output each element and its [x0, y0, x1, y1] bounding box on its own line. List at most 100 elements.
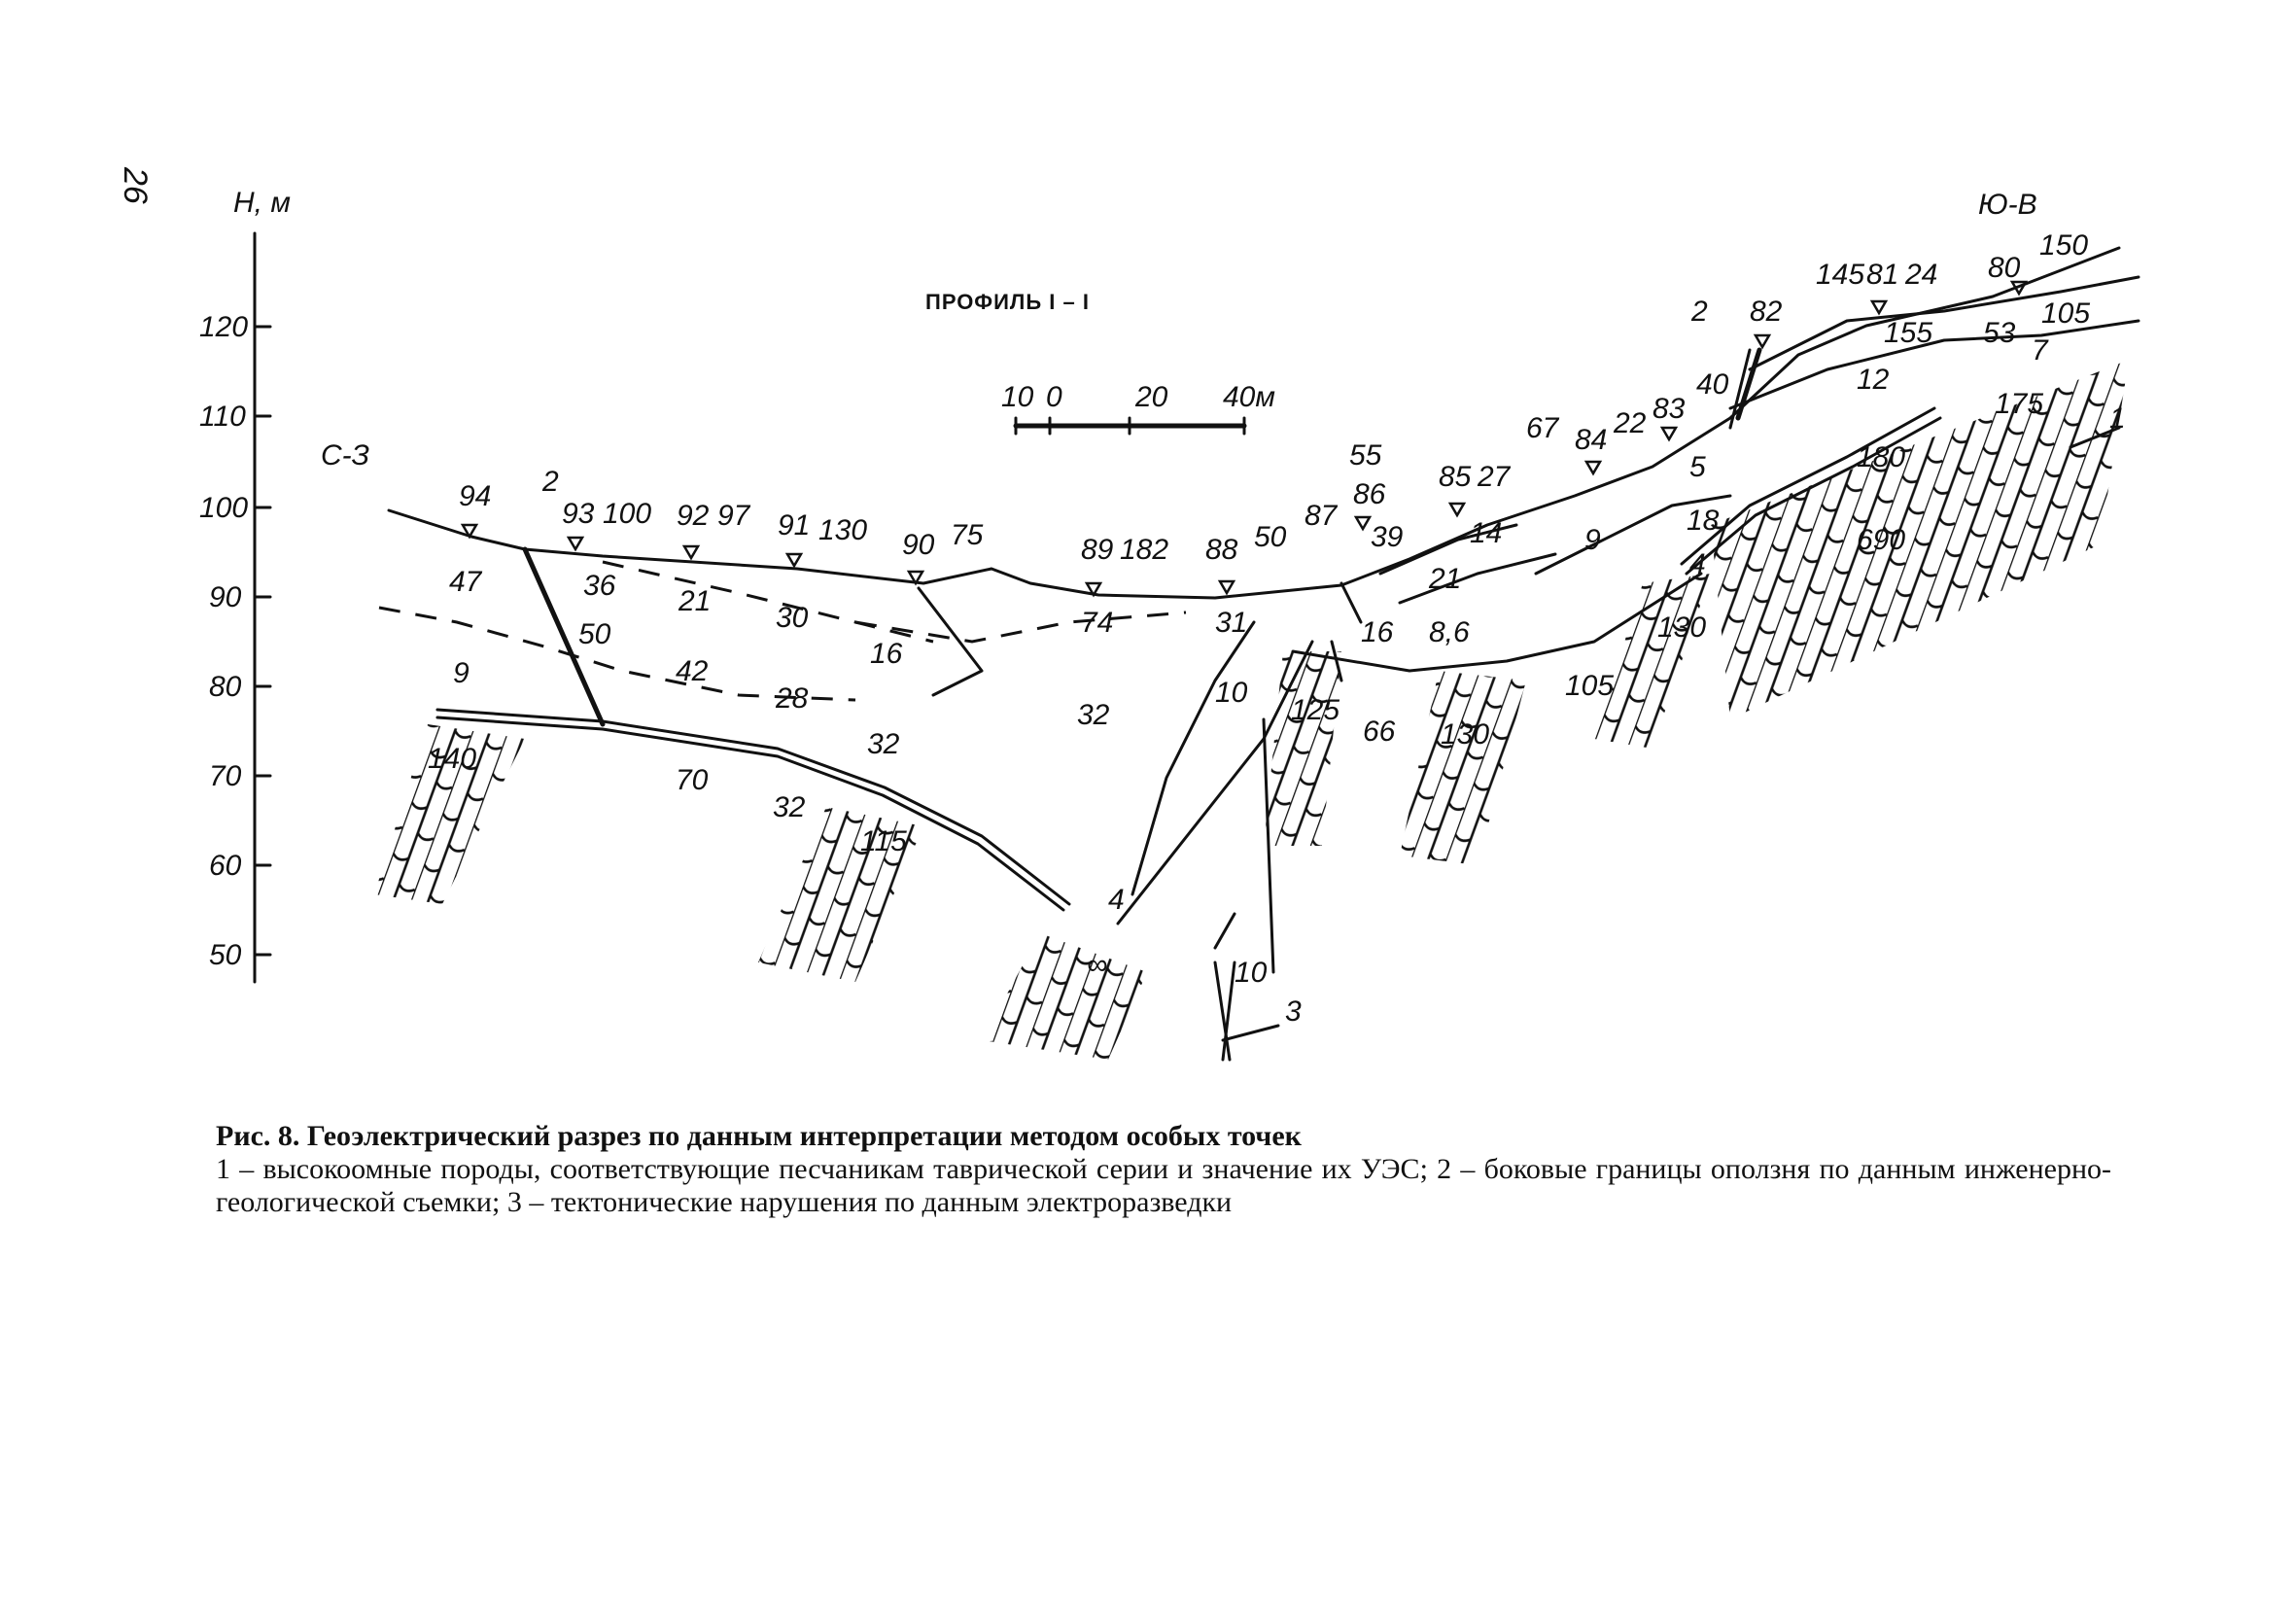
y-tick: 100	[199, 492, 248, 524]
value-label: 50	[578, 618, 611, 650]
value-label: 82	[1750, 296, 1783, 328]
value-label: 66	[1363, 716, 1396, 748]
value-label: 2	[1690, 296, 1708, 328]
scale-label: 20	[1134, 381, 1168, 413]
value-label: 690	[1857, 524, 1905, 556]
y-tick: 110	[199, 401, 246, 433]
value-label: 10	[1215, 677, 1248, 709]
caption-text: 1 – высокоомные породы, соответствующие …	[216, 1153, 2111, 1218]
value-label: 97	[717, 500, 751, 532]
value-label: 81	[1866, 259, 1898, 291]
value-label: 32	[773, 791, 806, 823]
value-label: 55	[1349, 439, 1382, 472]
value-label: 12	[1857, 364, 1890, 396]
value-label: 47	[449, 566, 483, 598]
legend-leader	[1221, 1024, 1280, 1042]
value-label: 21	[1428, 563, 1461, 595]
value-label: 140	[428, 743, 476, 775]
y-axis-label: Н, м	[233, 187, 291, 219]
y-tick: 50	[209, 939, 242, 971]
caption-title: Рис. 8. Геоэлектрический разрез по данны…	[216, 1120, 1302, 1152]
value-label: 182	[1120, 534, 1168, 566]
legend-marker-3: 3	[1285, 996, 1302, 1028]
value-label: 80	[1988, 252, 2021, 284]
y-tick: 80	[209, 671, 242, 703]
value-label: 105	[1565, 670, 1614, 702]
value-label: 30	[776, 602, 809, 634]
value-label: 67	[1526, 412, 1560, 444]
value-label: 36	[583, 570, 616, 602]
y-tick: 70	[209, 760, 242, 792]
value-label: 24	[1904, 259, 1937, 291]
value-label: 22	[1613, 407, 1647, 439]
value-label: 88	[1205, 534, 1238, 566]
scale-bar: 10 0 20 40м	[1001, 381, 1275, 436]
value-label: 31	[1215, 607, 1247, 639]
ground-surface	[387, 246, 2121, 600]
value-label: 84	[1575, 424, 1607, 456]
value-label: 130	[818, 514, 867, 546]
resistivity-labels: 94 2 93 100 92 97 91 130 90 75 89 182 88…	[428, 229, 2090, 989]
value-label: 85	[1439, 461, 1472, 493]
value-label: 145	[1816, 259, 1864, 291]
value-label: 18	[1687, 505, 1720, 537]
profile-title: ПРОФИЛЬ I – I	[925, 290, 1090, 314]
value-label: 130	[1441, 718, 1489, 751]
value-label: 91	[778, 509, 810, 541]
value-label: 50	[1254, 521, 1287, 553]
value-label: ∞	[1087, 949, 1107, 981]
y-tick: 60	[209, 850, 242, 882]
value-label: 16	[1361, 616, 1394, 648]
value-label: 8,6	[1429, 616, 1470, 648]
value-label: 16	[870, 638, 903, 670]
value-label: 7	[2032, 334, 2049, 367]
geoelectric-section-figure: Н, м 120 110 100 90 80 70 60 50 С-З Ю-В …	[199, 187, 2140, 1062]
value-label: 92	[677, 500, 710, 532]
value-label: 32	[1077, 699, 1110, 731]
value-label: 9	[1584, 524, 1601, 556]
value-label: 105	[2041, 297, 2090, 330]
figure-caption: Рис. 8. Геоэлектрический разрез по данны…	[216, 1120, 2111, 1219]
direction-southeast: Ю-В	[1978, 189, 2037, 221]
value-label: 100	[603, 498, 651, 530]
value-label: 83	[1652, 393, 1686, 425]
value-label: 28	[775, 682, 809, 715]
value-label: 27	[1477, 461, 1512, 493]
value-label: 90	[902, 529, 935, 561]
y-axis: Н, м 120 110 100 90 80 70 60 50	[199, 187, 291, 984]
value-label: 32	[867, 728, 900, 760]
value-label: 87	[1305, 500, 1339, 532]
value-label: 4	[1689, 548, 1706, 580]
value-label: 180	[1857, 441, 1905, 473]
y-tick: 90	[209, 581, 242, 613]
value-label: 115	[860, 825, 907, 857]
value-label: 74	[1081, 607, 1113, 639]
value-label: 75	[951, 519, 984, 551]
y-tick: 120	[199, 311, 248, 343]
value-label: 39	[1371, 521, 1404, 553]
scale-label: 0	[1046, 381, 1062, 413]
value-label: 89	[1081, 534, 1114, 566]
value-label: 70	[676, 764, 709, 796]
value-label: 10	[1235, 957, 1268, 989]
value-label: 42	[676, 655, 709, 687]
value-label: 14	[1470, 517, 1502, 549]
value-label: 93	[562, 498, 595, 530]
value-label: 5	[1689, 451, 1706, 483]
value-label: 150	[2039, 229, 2088, 262]
station-markers	[460, 280, 2029, 598]
direction-northwest: С-З	[321, 439, 369, 472]
value-label: 155	[1884, 317, 1932, 349]
scale-label: 40м	[1223, 381, 1275, 413]
value-label: 4	[1108, 884, 1125, 916]
value-label: 130	[1657, 611, 1706, 644]
value-label: 94	[459, 480, 491, 512]
scale-label: 10	[1001, 381, 1034, 413]
value-label: 53	[1983, 317, 2016, 349]
value-label: 21	[678, 585, 711, 617]
value-label: 125	[1291, 694, 1339, 726]
value-label: 2	[541, 466, 559, 498]
value-label: 40	[1696, 368, 1729, 401]
value-label: 175	[1995, 388, 2043, 420]
value-label: 9	[453, 657, 470, 689]
